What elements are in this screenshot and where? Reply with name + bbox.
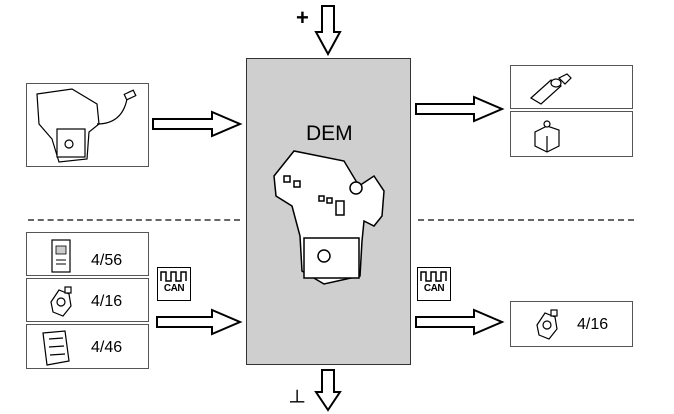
module-box-3: 4/46	[26, 324, 149, 369]
switch-unit-box	[26, 83, 149, 167]
sensor-icon-right	[536, 309, 558, 340]
can-bus-icon-right: CAN	[417, 267, 451, 301]
module-label-1: 4/56	[91, 252, 123, 269]
can-bus-icon-left: CAN	[157, 267, 191, 301]
output-label-3: 4/16	[577, 316, 609, 333]
cube-connector-icon	[534, 120, 560, 153]
arrow-switch-to-dem	[152, 110, 243, 138]
svg-text:+: +	[296, 5, 309, 30]
can-label-right: CAN	[423, 283, 445, 294]
control-unit-icon	[51, 239, 71, 273]
separator-right	[418, 219, 634, 221]
arrow-dem-to-sensor	[415, 308, 505, 336]
can-label-left: CAN	[163, 283, 185, 294]
module-box-1: 4/56	[26, 232, 149, 276]
arrow-dem-to-outputs	[415, 95, 505, 123]
arrow-can-to-dem	[156, 308, 243, 336]
output-box-3: 4/16	[510, 301, 633, 347]
sensor-icon	[50, 286, 72, 317]
switch-unit-icon	[36, 88, 137, 163]
svg-text:┴: ┴	[289, 389, 305, 413]
ecu-icon	[42, 330, 70, 366]
separator-left	[28, 219, 240, 221]
output-box-2	[510, 111, 633, 157]
sensor-cylinder-icon	[529, 73, 572, 105]
dem-label: DEM	[306, 122, 353, 145]
output-box-1	[510, 65, 633, 109]
module-label-3: 4/46	[91, 339, 123, 356]
module-label-2: 4/16	[91, 293, 123, 310]
module-box-2: 4/16	[26, 278, 149, 322]
dem-unit-illustration	[273, 150, 385, 285]
